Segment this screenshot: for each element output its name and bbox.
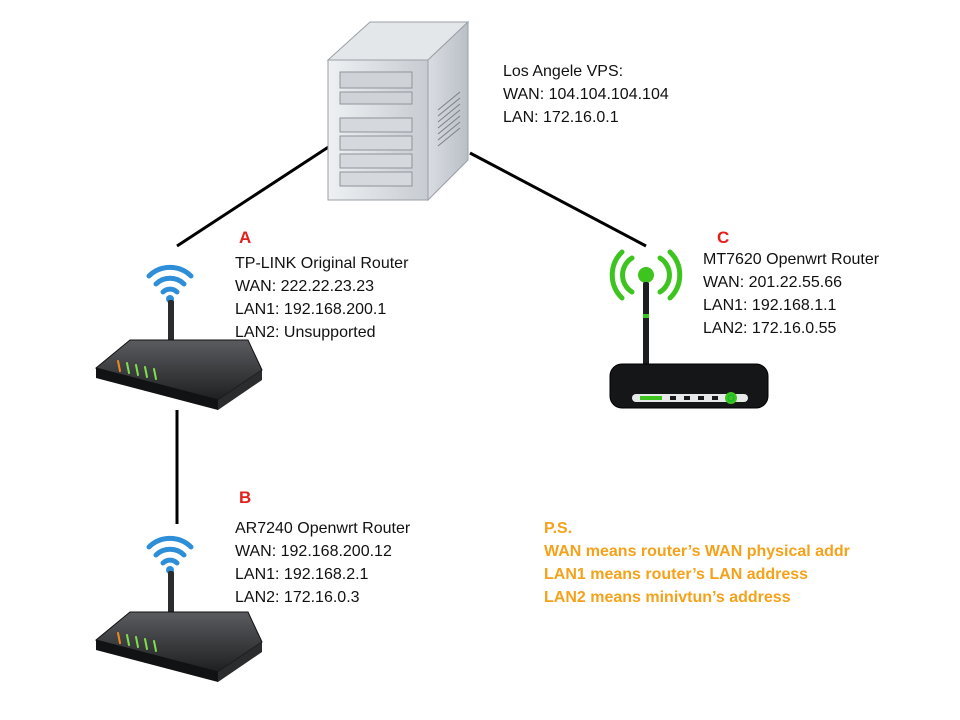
router-c-icon (609, 249, 769, 409)
vps-title: Los Angele VPS: (503, 63, 624, 80)
link-vps-a (176, 144, 331, 248)
vps-wan: WAN: 104.104.104.104 (503, 86, 669, 103)
notes-line-wan: WAN means router’s WAN physical addr (544, 543, 850, 560)
router-a-lan1: LAN1: 192.168.200.1 (235, 301, 387, 318)
router-a-wan: WAN: 222.22.23.23 (235, 278, 375, 295)
link-vps-c (469, 151, 647, 248)
router-b-wan: WAN: 192.168.200.12 (235, 543, 392, 560)
router-c-lan1: LAN1: 192.168.1.1 (703, 297, 837, 314)
notes-line-lan1: LAN1 means router’s LAN address (544, 566, 809, 583)
router-a-lan2: LAN2: Unsupported (235, 324, 376, 341)
vps-lan: LAN: 172.16.0.1 (503, 109, 619, 126)
router-a-label: TP-LINK Original Router WAN: 222.22.23.2… (235, 252, 408, 344)
router-b-title: AR7240 Openwrt Router (235, 520, 411, 537)
router-b-label: AR7240 Openwrt Router WAN: 192.168.200.1… (235, 517, 410, 609)
vps-label: Los Angele VPS: WAN: 104.104.104.104 LAN… (503, 60, 669, 129)
router-b-lan2: LAN2: 172.16.0.3 (235, 589, 360, 606)
router-b-icon (94, 535, 263, 682)
router-a-icon (94, 264, 263, 410)
router-a-title: TP-LINK Original Router (235, 255, 409, 272)
notes-block: P.S. WAN means router’s WAN physical add… (544, 517, 850, 609)
router-b-lan1: LAN1: 192.168.2.1 (235, 566, 369, 583)
notes-heading: P.S. (544, 520, 573, 537)
router-c-tag: C (717, 228, 730, 247)
router-a-tag: A (239, 228, 252, 247)
router-c-wan: WAN: 201.22.55.66 (703, 274, 843, 291)
router-c-title: MT7620 Openwrt Router (703, 251, 880, 268)
router-c-lan2: LAN2: 172.16.0.55 (703, 320, 837, 337)
server-icon (326, 20, 470, 202)
router-b-tag: B (239, 488, 252, 507)
router-c-label: MT7620 Openwrt Router WAN: 201.22.55.66 … (703, 248, 879, 340)
notes-line-lan2: LAN2 means minivtun’s address (544, 589, 791, 606)
